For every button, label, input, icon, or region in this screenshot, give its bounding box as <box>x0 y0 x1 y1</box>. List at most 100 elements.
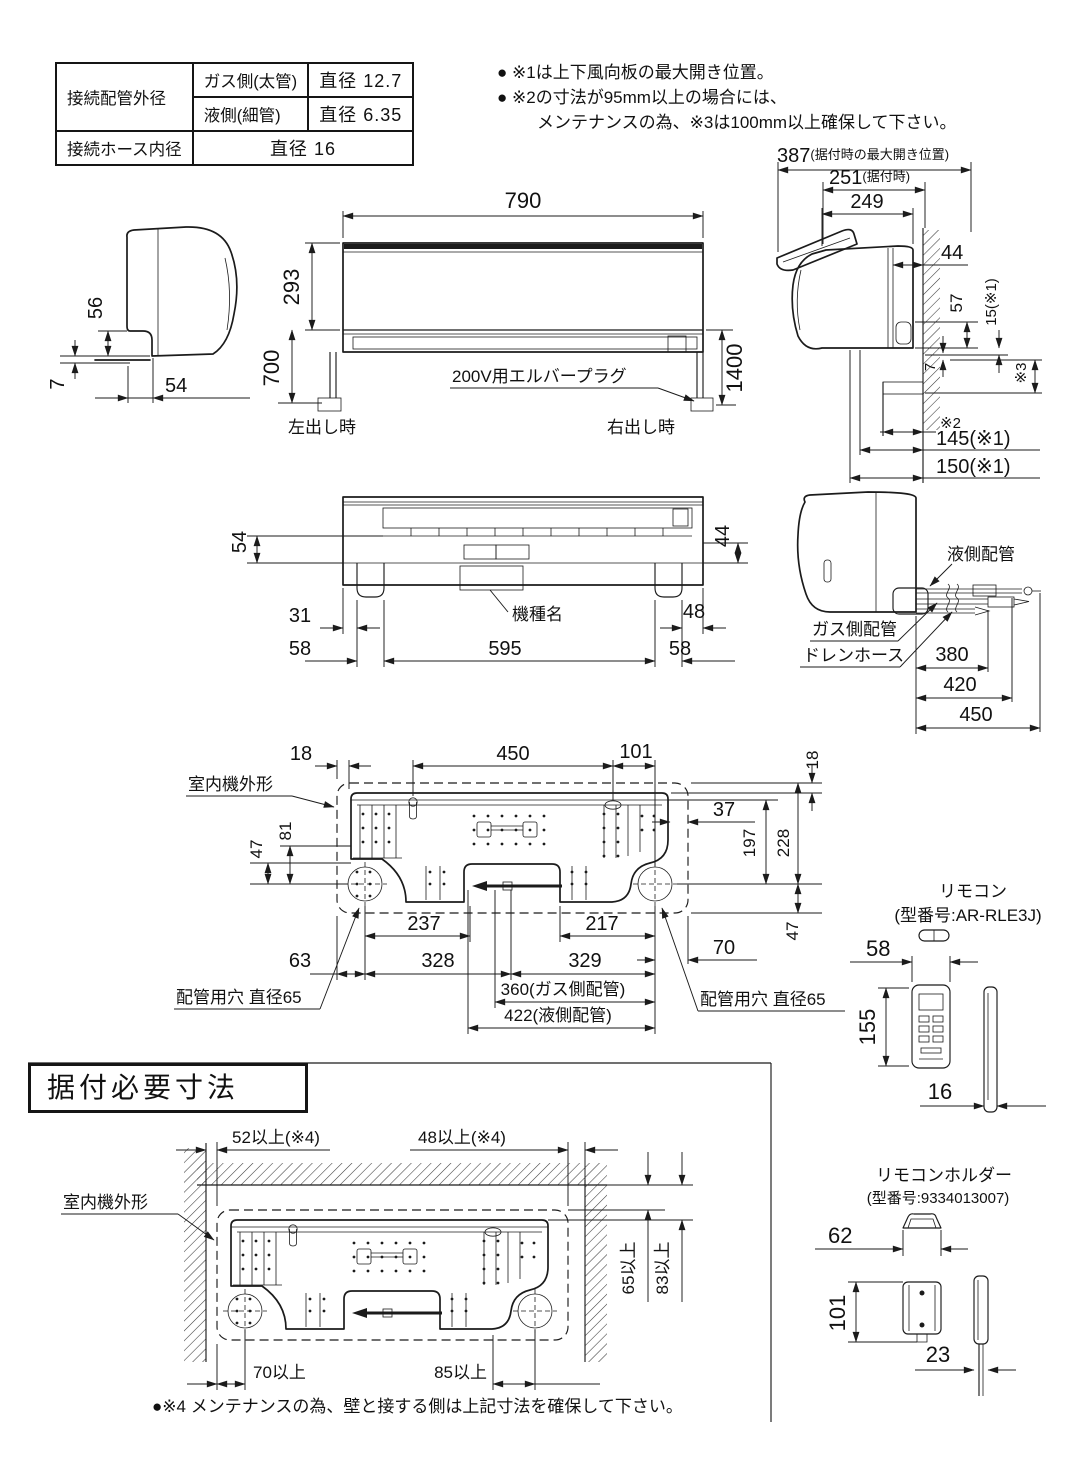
dim-18-left: 18 <box>290 743 312 765</box>
dim-422: 422(液側配管) <box>504 1006 612 1025</box>
dim-54b: 54 <box>229 531 251 553</box>
dim-44b: 44 <box>712 525 734 547</box>
label-pipe-hole-left: 配管用穴 直径65 <box>176 988 302 1007</box>
dim-54: 54 <box>165 375 187 397</box>
left-side-view: 56 7 54 <box>47 226 250 403</box>
open-flap <box>776 228 858 272</box>
piping-side-view: 液側配管 ガス側配管 ドレンホース 380 420 450 <box>796 491 1041 734</box>
note-2-line2: メンテナンスの為、※3は100mm以上確保して下さい。 <box>537 113 957 132</box>
notes-block: ● ※1は上下風向板の最大開き位置。 ● ※2の寸法が95mm以上の場合には、 … <box>497 60 957 135</box>
dim-101b: 101 <box>619 741 652 763</box>
note-2-line1: ● ※2の寸法が95mm以上の場合には、 <box>497 88 787 107</box>
unit-side-outline <box>791 245 914 350</box>
wall-hatch <box>923 230 940 430</box>
left-wall-hatch <box>184 1148 206 1362</box>
holder-side-view <box>973 1275 989 1345</box>
dim-7: 7 <box>47 378 69 389</box>
label-left-out: 左出し時 <box>288 418 356 437</box>
louver-slats <box>410 528 664 536</box>
hose-label: 接続ホース内径 <box>55 130 194 166</box>
dim-595: 595 <box>488 638 521 660</box>
dim-217: 217 <box>585 913 618 935</box>
dim-249: 249 <box>850 191 883 213</box>
dim-56: 56 <box>85 297 107 319</box>
holder-title: リモコンホルダー <box>876 1166 1012 1185</box>
dim-48: 48 <box>683 601 705 623</box>
dim-65min: 65以上 <box>619 1242 638 1295</box>
dim-83min: 83以上 <box>653 1242 672 1295</box>
right-wall-hatch <box>585 1185 607 1362</box>
dim-s2: ※2 <box>940 415 961 432</box>
dim-62: 62 <box>828 1223 852 1248</box>
dim-1400: 1400 <box>722 344 747 393</box>
dim-7b: 7 <box>922 363 939 371</box>
liquid-value: 直径 6.35 <box>307 96 415 132</box>
pipe-outlet <box>892 587 929 615</box>
label-plug: 200V用エルバープラグ <box>452 367 627 386</box>
dim-23: 23 <box>926 1342 950 1367</box>
label-unit-outline: 室内機外形 <box>188 775 273 794</box>
dim-47-left: 47 <box>247 840 266 859</box>
dim-70min: 70以上 <box>253 1363 306 1382</box>
unit-side-outline2 <box>796 491 917 613</box>
dim-293: 293 <box>279 269 304 306</box>
remote-side-view <box>983 986 998 1113</box>
gas-value: 直径 12.7 <box>307 62 415 98</box>
label-pipe-hole-right: 配管用穴 直径65 <box>700 990 826 1009</box>
label-liquid-pipe: 液側配管 <box>947 545 1015 564</box>
dim-48min: 48以上(※4) <box>418 1128 506 1147</box>
dim-85min: 85以上 <box>434 1363 487 1382</box>
model-plate <box>459 565 524 591</box>
holder-top-view <box>902 1213 942 1229</box>
dim-81: 81 <box>276 822 295 841</box>
shelf-hatch <box>882 381 924 395</box>
table-row: 接続ホース内径 直径 16 <box>55 130 415 166</box>
dim-15: 15(※1) <box>983 278 1000 326</box>
note-4: ●※4 メンテナンスの為、壁と接する側は上記寸法を確保して下さい。 <box>152 1397 683 1416</box>
dim-18-right: 18 <box>803 751 822 770</box>
dim-700: 700 <box>259 350 284 387</box>
bottom-view: 機種名 54 44 31 48 58 595 58 <box>229 496 748 667</box>
pipes <box>916 583 1041 616</box>
louver <box>382 507 693 529</box>
left-side-outline <box>126 226 238 357</box>
install-section: 52以上(※4) 48以上(※4) 65以上 83以上 70以上 85以上 室内… <box>28 1062 772 1422</box>
dim-52min: 52以上(※4) <box>232 1128 320 1147</box>
foot-right <box>654 563 683 598</box>
dim-150: 150(※1) <box>936 456 1011 478</box>
dim-450b: 450 <box>959 704 992 726</box>
plate-assembly-install <box>215 1208 570 1342</box>
dim-63: 63 <box>289 950 311 972</box>
dim-329: 329 <box>568 950 601 972</box>
dim-237: 237 <box>407 913 440 935</box>
holder-model: (型番号:9334013007) <box>867 1190 1010 1207</box>
wall-side-view: 387(据付時の最大開き位置) 251(据付時) 249 44 57 15(※1… <box>776 145 1042 483</box>
dim-37: 37 <box>713 799 735 821</box>
front-view: 790 293 700 1400 左出し時 右出し時 200V用エルバープラグ <box>259 188 747 437</box>
right-outlet-foot <box>690 397 714 412</box>
dim-228: 228 <box>774 829 793 857</box>
ceiling-hatch <box>197 1163 607 1185</box>
remote-buttons <box>918 1015 944 1060</box>
dim-47-right: 47 <box>783 922 802 941</box>
dim-450c: 450 <box>496 743 529 765</box>
dim-58-left: 58 <box>289 638 311 660</box>
pipe-outer-label: 接続配管外径 <box>55 62 194 132</box>
dim-58: 58 <box>866 936 890 961</box>
install-section-title: 据付必要寸法 <box>28 1063 308 1113</box>
dim-387: 387(据付時の最大開き位置) <box>777 145 949 167</box>
holder-front-view <box>902 1281 942 1335</box>
plate-assembly-main <box>335 781 690 915</box>
note-1: ● ※1は上下風向板の最大開き位置。 <box>497 63 774 82</box>
dim-251: 251(据付時) <box>829 167 910 189</box>
dim-58-right: 58 <box>669 638 691 660</box>
table-row: 液側(細管) 直径 6.35 <box>56 96 415 132</box>
remote-title: リモコン <box>939 882 1007 901</box>
gas-label: ガス側(太管) <box>191 62 310 98</box>
foot-left <box>356 563 385 598</box>
liquid-label: 液側(細管) <box>191 96 310 132</box>
label-gas-pipe: ガス側配管 <box>812 620 897 639</box>
remote-control-view: リモコン (型番号:AR-RLE3J) 58 155 16 <box>850 882 1046 1113</box>
